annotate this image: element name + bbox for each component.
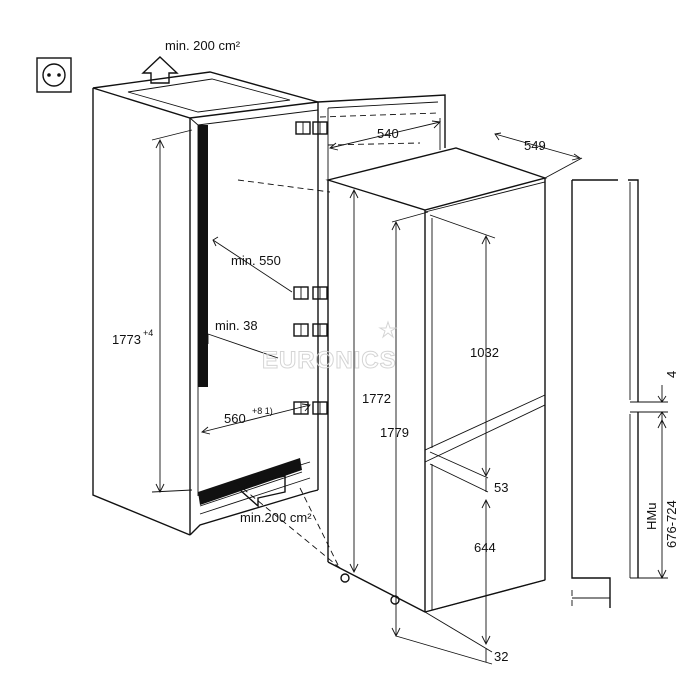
dim-niche-width: [201, 403, 311, 435]
upper-door-label: 1032: [470, 345, 499, 360]
dim-appliance-depth: [494, 132, 583, 179]
niche-width-label: 560: [224, 411, 246, 426]
hinge-middle-2: [293, 323, 328, 337]
vent-bottom-label: min.200 cm²: [240, 510, 312, 525]
dim-gap-38: [207, 333, 279, 359]
appliance-height-label: 1772: [362, 391, 391, 406]
niche-height-tol-label: +4: [143, 328, 153, 338]
dim-rail-height: [657, 418, 667, 580]
niche-width-tol-label: +8 1): [252, 406, 273, 416]
dim-door-gap: [429, 451, 489, 493]
door-width-label: 540: [377, 126, 399, 141]
rail-section: [571, 179, 668, 608]
hinge-middle-1: [293, 286, 328, 300]
gap-38-label: min. 38: [215, 318, 258, 333]
dim-plinth: [395, 611, 493, 665]
lower-door-label: 644: [474, 540, 496, 555]
plinth-label: 32: [494, 649, 508, 664]
niche-height-label: 1773: [112, 332, 141, 347]
dim-niche-height: [151, 129, 193, 494]
cabinet-door-open: [317, 94, 446, 432]
rail-range-label: 676-724: [664, 500, 679, 548]
power-socket-icon: [36, 57, 72, 93]
arrow-up-icon: [141, 56, 179, 84]
dim-lower-door: [481, 498, 491, 646]
dim-upper-door: [429, 214, 496, 478]
seal-strip: [198, 125, 208, 387]
arrow-left-icon: [238, 472, 286, 508]
depth-550-label: min. 550: [231, 253, 281, 268]
door-gap-label: 53: [494, 480, 508, 495]
svg-text:EURONICS: EURONICS: [262, 347, 397, 374]
hinge-top: [295, 121, 328, 135]
dim-depth-550: [212, 236, 293, 293]
dim-overall-height: [391, 211, 429, 638]
rail-name-label: HMu: [644, 503, 659, 530]
vent-top-label: min. 200 cm²: [165, 38, 241, 53]
appliance-depth-label: 549: [524, 138, 546, 153]
niche-cabinet: [92, 71, 328, 536]
dim-appliance-height: [349, 188, 359, 574]
euronics-watermark: EURONICS: [262, 320, 398, 375]
rail-gap-label: 4: [664, 371, 679, 378]
overall-height-label: 1779: [380, 425, 409, 440]
dim-door-width: [329, 118, 441, 151]
